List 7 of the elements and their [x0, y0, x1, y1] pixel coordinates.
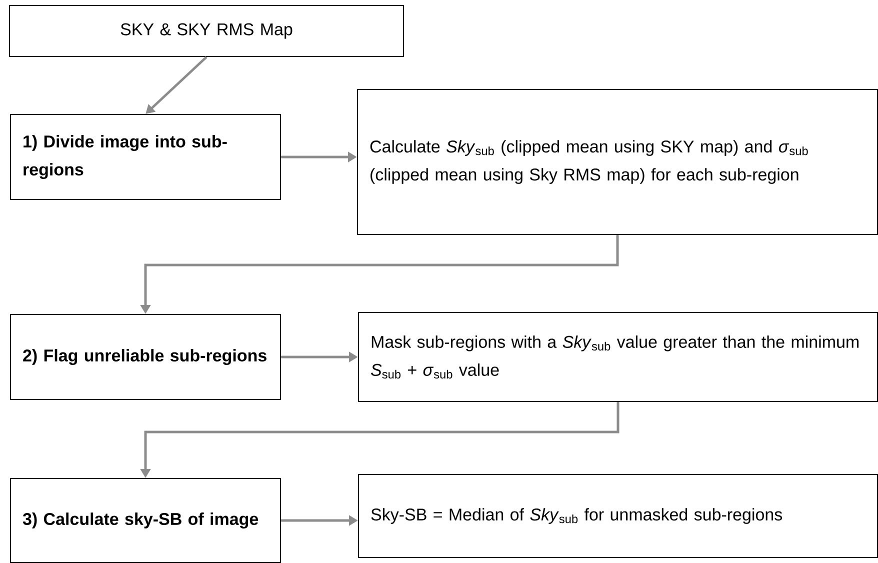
description-box: Sky-SB = Median of Sky$_{sub}$ for unmasked sub-regions	[358, 474, 878, 558]
step-box: 3) Calculate sky-SB of image	[10, 478, 281, 563]
step-box: 1) Divide image into sub-regions	[10, 114, 281, 200]
input-box: SKY & SKY RMS Map	[9, 5, 404, 57]
step-box: 2) Flag unreliable sub-regions	[10, 314, 281, 400]
description-box: Mask sub-regions with a Sky$_{sub}$ value greater than the minimum S$_{sub}$ + σ$_{sub}$ value	[358, 312, 878, 402]
description-box: Calculate Sky$_{sub}$ (clipped mean using SKY map) and σ$_{sub}$ (clipped mean using Sky RMS map) for each sub-region	[357, 89, 878, 235]
